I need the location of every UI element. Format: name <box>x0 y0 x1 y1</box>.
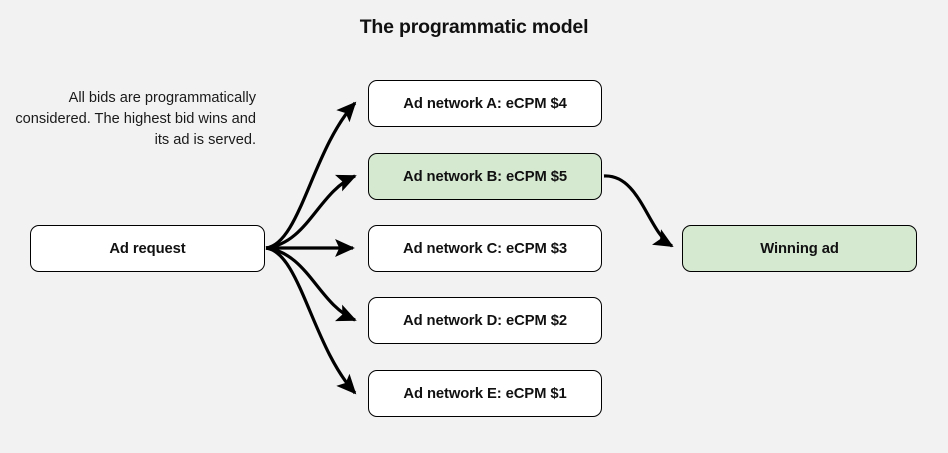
node-ad-network-a-label: Ad network A: eCPM $4 <box>403 95 567 112</box>
node-ad-network-e-label: Ad network E: eCPM $1 <box>403 385 567 402</box>
node-winning-ad[interactable]: Winning ad <box>682 225 917 272</box>
node-ad-network-c-label: Ad network C: eCPM $3 <box>403 240 567 257</box>
edge-request-to-network-e <box>265 246 357 395</box>
node-ad-request-label: Ad request <box>109 240 186 257</box>
node-ad-network-d-label: Ad network D: eCPM $2 <box>403 312 567 329</box>
node-ad-network-e[interactable]: Ad network E: eCPM $1 <box>368 370 602 417</box>
page-title: The programmatic model <box>359 16 589 38</box>
explanatory-caption: All bids are programmatically considered… <box>15 90 256 148</box>
node-ad-request[interactable]: Ad request <box>30 225 265 272</box>
node-ad-network-d[interactable]: Ad network D: eCPM $2 <box>368 297 602 344</box>
edge-request-to-network-d <box>265 246 357 322</box>
node-ad-network-c[interactable]: Ad network C: eCPM $3 <box>368 225 602 272</box>
node-ad-network-a[interactable]: Ad network A: eCPM $4 <box>368 80 602 127</box>
node-winning-ad-label: Winning ad <box>760 240 839 257</box>
edge-network-b-to-winning-ad <box>603 174 674 248</box>
node-ad-network-b[interactable]: Ad network B: eCPM $5 <box>368 153 602 200</box>
edge-request-to-network-b <box>265 174 357 250</box>
node-ad-network-b-label: Ad network B: eCPM $5 <box>403 168 567 185</box>
edge-request-to-network-a <box>265 101 357 250</box>
